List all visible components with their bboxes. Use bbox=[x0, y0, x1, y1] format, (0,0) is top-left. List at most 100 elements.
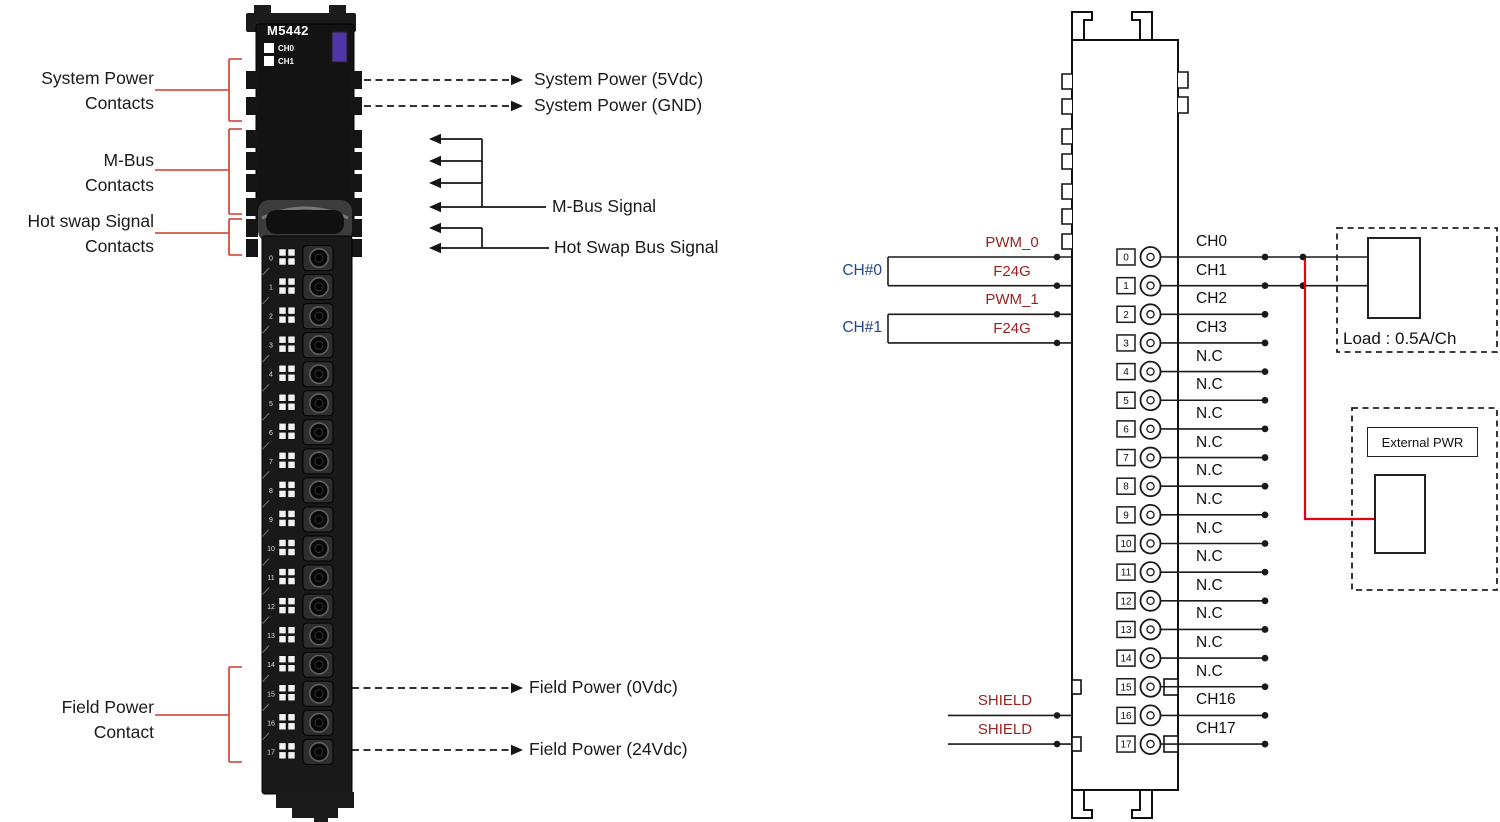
clamp-release-square bbox=[278, 306, 287, 315]
wire-hole-center bbox=[314, 514, 324, 524]
terminal-screw-center bbox=[1146, 567, 1155, 577]
system-power-5v-arrow bbox=[364, 74, 523, 86]
contact-tab bbox=[246, 152, 258, 170]
terminal-number-box bbox=[1116, 735, 1136, 753]
channel-label-ch16: CH16 bbox=[1196, 691, 1236, 709]
channel-label-ch2: CH2 bbox=[1196, 290, 1228, 308]
arrow-head-icon bbox=[429, 177, 441, 189]
module-base bbox=[314, 816, 328, 822]
clamp-release-square bbox=[287, 335, 296, 344]
clamp-release-square bbox=[287, 577, 296, 585]
row-divider bbox=[262, 325, 270, 334]
terminal-screw-center bbox=[1146, 310, 1155, 319]
load-box bbox=[1367, 237, 1421, 319]
clamp-release-square bbox=[287, 635, 296, 643]
clamp-release-square bbox=[278, 606, 287, 614]
clamp-release-square bbox=[287, 568, 296, 576]
clamp-release-square bbox=[278, 286, 287, 295]
wire-end-dot bbox=[1053, 740, 1061, 748]
hot-swap-contacts-label: Hot swap Signal Contacts bbox=[8, 209, 154, 259]
clamp-release-square bbox=[278, 335, 287, 344]
load-rating-label: Load : 0.5A/Ch bbox=[1343, 329, 1457, 348]
terminal-number: 17 bbox=[267, 749, 275, 756]
terminal-number: 2 bbox=[269, 314, 273, 321]
terminal-number: 7 bbox=[1123, 453, 1129, 464]
mbus-contacts-bracket bbox=[155, 128, 242, 215]
callout-system-power-gnd: System Power (GND) bbox=[534, 95, 703, 115]
clamp-release-square bbox=[287, 315, 296, 324]
clamp-release-square bbox=[287, 248, 296, 257]
arrow-head-icon bbox=[429, 133, 441, 145]
external-power-wire bbox=[1303, 259, 1375, 521]
terminal-number: 12 bbox=[267, 604, 275, 611]
terminal-number: 11 bbox=[267, 575, 274, 582]
channel-label-n-c: N.C bbox=[1196, 490, 1223, 508]
wire-end-dot bbox=[1053, 339, 1061, 347]
clamp-release-square bbox=[287, 306, 296, 315]
arrow-head-icon bbox=[429, 222, 441, 234]
wire-end-dot bbox=[1053, 311, 1061, 318]
arrow-head-icon bbox=[511, 744, 523, 756]
system-power-contacts-bracket bbox=[155, 58, 242, 122]
wire-end-dot bbox=[1261, 712, 1269, 719]
contact-tab bbox=[350, 174, 362, 192]
terminal-number: 16 bbox=[1120, 711, 1132, 722]
terminal-screw-center bbox=[1146, 682, 1155, 692]
contact-tab bbox=[246, 97, 258, 115]
terminal-number-box bbox=[1116, 305, 1136, 324]
clamp-release-square bbox=[278, 548, 287, 556]
wire-end-dot bbox=[1261, 310, 1269, 318]
clamp-release-square bbox=[278, 713, 287, 722]
wire-end-dot bbox=[1261, 511, 1269, 519]
clamp-release-square bbox=[278, 510, 287, 518]
terminal-number: 15 bbox=[267, 691, 275, 698]
module-top-tab bbox=[329, 5, 346, 16]
hot-swap-contacts-bracket bbox=[155, 218, 242, 256]
signal-label-pwm-1: PWM_1 bbox=[985, 291, 1039, 309]
channel-label-n-c: N.C bbox=[1196, 662, 1223, 680]
label-line: System Power bbox=[41, 68, 154, 88]
signal-label-pwm-0: PWM_0 bbox=[985, 234, 1039, 251]
label-line: Contacts bbox=[84, 93, 154, 113]
wire-hole-center bbox=[314, 282, 324, 292]
row-divider bbox=[262, 471, 270, 479]
contact-tab bbox=[246, 71, 258, 89]
arrow-head-icon bbox=[429, 155, 441, 167]
clamp-release-square bbox=[287, 461, 296, 469]
label-line: Contact bbox=[93, 722, 154, 742]
wire-end-dot bbox=[1261, 454, 1269, 461]
terminal-number: 3 bbox=[1123, 338, 1129, 349]
channel-label-n-c: N.C bbox=[1196, 433, 1223, 451]
left-bump bbox=[1061, 183, 1072, 200]
clamp-release-square bbox=[287, 539, 296, 547]
contact-tab bbox=[246, 130, 258, 148]
clamp-release-square bbox=[287, 423, 296, 431]
led-label-ch1: CH1 bbox=[278, 57, 295, 66]
terminal-number-box bbox=[1116, 592, 1136, 610]
contact-tab bbox=[350, 130, 362, 148]
channel-label-n-c: N.C bbox=[1196, 548, 1223, 566]
clamp-release-square bbox=[278, 684, 287, 692]
terminal-number-box bbox=[1116, 506, 1136, 524]
module-outline bbox=[1061, 11, 1189, 819]
wire-hole-center bbox=[314, 485, 324, 495]
terminal-number: 5 bbox=[1123, 396, 1129, 407]
clamp-release-square bbox=[278, 626, 287, 634]
wire-hole-center bbox=[314, 747, 324, 757]
wire-end-dot bbox=[1261, 740, 1269, 748]
clamp-release-square bbox=[278, 481, 287, 489]
case-notch bbox=[1071, 736, 1082, 752]
load-section bbox=[1265, 227, 1498, 591]
row-divider bbox=[262, 732, 270, 741]
terminal-screw-center bbox=[1146, 252, 1155, 262]
callout-field-power-0vdc: Field Power (0Vdc) bbox=[529, 677, 678, 697]
clamp-release-square bbox=[287, 403, 296, 411]
load-dashed-box bbox=[1336, 227, 1498, 353]
contact-tab bbox=[246, 219, 258, 237]
channel-label-n-c: N.C bbox=[1196, 347, 1223, 365]
system-power-gnd-arrow bbox=[364, 100, 523, 112]
module-accent-bar bbox=[331, 31, 348, 63]
label-line: M-Bus bbox=[103, 150, 154, 170]
clamp-release-square bbox=[287, 490, 296, 498]
